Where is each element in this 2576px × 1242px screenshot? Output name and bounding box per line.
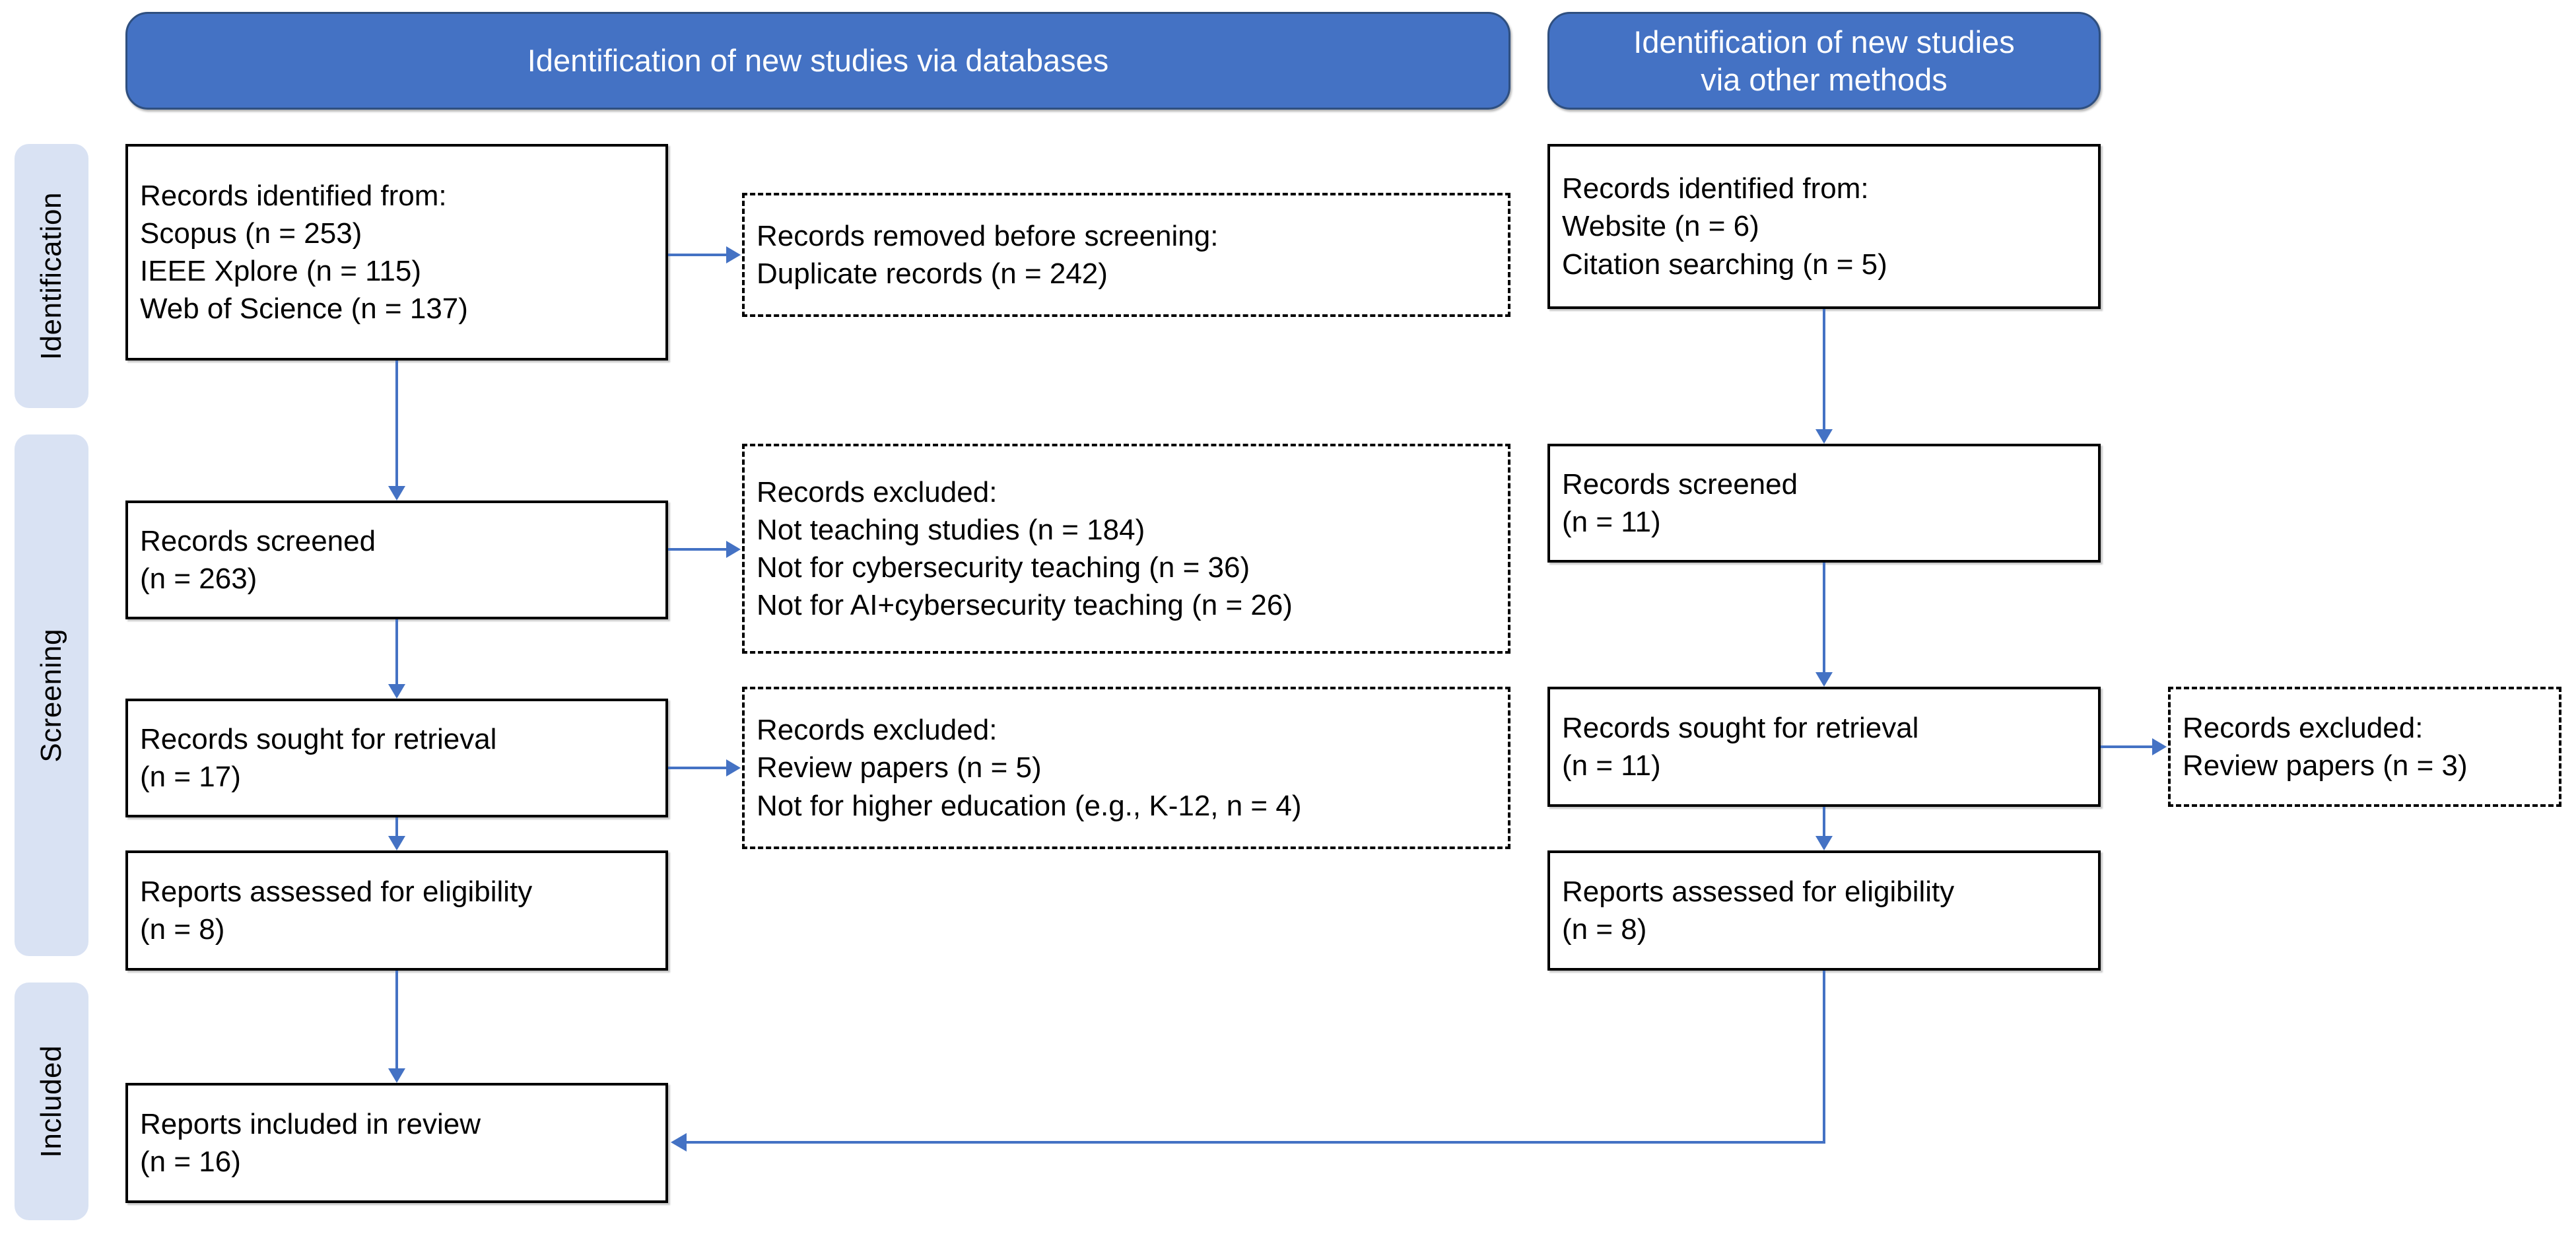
right-screened-line1: Records screened <box>1562 467 1798 500</box>
box-records-excluded-screening: Records excluded: Not teaching studies (… <box>742 444 1510 654</box>
arrow-right-identified-to-screened <box>1815 429 1833 444</box>
header-other-methods: Identification of new studies via other … <box>1547 12 2101 110</box>
removed-before-screening-line2: Duplicate records (n = 242) <box>757 258 1108 290</box>
stage-band-included: Included <box>15 983 88 1220</box>
box-records-identified-databases: Records identified from: Scopus (n = 253… <box>125 144 668 361</box>
excluded-screening-line3: Not for cybersecurity teaching (n = 36) <box>757 551 1250 584</box>
excluded-screening-line4: Not for AI+cybersecurity teaching (n = 2… <box>757 589 1293 622</box>
records-identified-line3: IEEE Xplore (n = 115) <box>140 255 421 287</box>
header-databases-label: Identification of new studies via databa… <box>527 43 1109 79</box>
connector-identified-to-screened <box>395 361 398 486</box>
reports-included-line1: Reports included in review <box>140 1107 481 1140</box>
connector-right-assessed-elbow-horizontal <box>687 1141 1825 1144</box>
excluded-retrieval-line2: Review papers (n = 5) <box>757 751 1042 784</box>
connector-screened-to-excluded <box>668 548 726 551</box>
box-reports-assessed-other: Reports assessed for eligibility (n = 8) <box>1547 850 2101 971</box>
right-assessed-line1: Reports assessed for eligibility <box>1562 875 1955 908</box>
box-records-removed-before-screening: Records removed before screening: Duplic… <box>742 193 1510 317</box>
header-databases: Identification of new studies via databa… <box>125 12 1510 110</box>
header-other-methods-line1: Identification of new studies <box>1633 24 2015 59</box>
box-records-identified-other: Records identified from: Website (n = 6)… <box>1547 144 2101 309</box>
records-identified-line2: Scopus (n = 253) <box>140 217 362 250</box>
stage-label-screening: Screening <box>35 628 67 763</box>
excluded-screening-line1: Records excluded: <box>757 475 998 508</box>
arrow-identified-to-screened <box>388 486 405 500</box>
connector-right-assessed-elbow-vertical <box>1823 971 1825 1144</box>
stage-band-identification: Identification <box>15 144 88 408</box>
excluded-retrieval-line1: Records excluded: <box>757 714 998 747</box>
reports-assessed-line1: Reports assessed for eligibility <box>140 875 533 908</box>
right-identified-line1: Records identified from: <box>1562 172 1869 205</box>
arrow-screened-to-excluded <box>726 541 741 558</box>
connector-right-sought-to-assessed <box>1823 807 1825 836</box>
right-screened-line2: (n = 11) <box>1562 506 1661 538</box>
reports-assessed-line2: (n = 8) <box>140 913 225 946</box>
connector-identified-to-removed <box>668 254 726 256</box>
box-records-excluded-retrieval: Records excluded: Review papers (n = 5) … <box>742 687 1510 849</box>
right-identified-line3: Citation searching (n = 5) <box>1562 248 1887 281</box>
connector-sought-to-assessed <box>395 817 398 836</box>
arrow-right-assessed-to-included <box>671 1133 687 1152</box>
arrow-sought-to-excluded-retrieval <box>726 759 741 776</box>
box-reports-assessed-databases: Reports assessed for eligibility (n = 8) <box>125 850 668 971</box>
box-records-screened-other: Records screened (n = 11) <box>1547 444 2101 563</box>
connector-sought-to-excluded-retrieval <box>668 767 726 769</box>
header-other-methods-line2: via other methods <box>1701 62 1948 97</box>
connector-assessed-to-included <box>395 971 398 1068</box>
arrow-identified-to-removed <box>726 246 741 263</box>
records-sought-line1: Records sought for retrieval <box>140 722 497 755</box>
connector-screened-to-sought <box>395 619 398 684</box>
arrow-right-sought-to-assessed <box>1815 836 1833 850</box>
stage-label-identification: Identification <box>35 191 67 361</box>
excluded-screening-line2: Not teaching studies (n = 184) <box>757 513 1145 546</box>
connector-right-identified-to-screened <box>1823 309 1825 429</box>
right-identified-line2: Website (n = 6) <box>1562 210 1759 243</box>
records-identified-line4: Web of Science (n = 137) <box>140 293 468 326</box>
connector-right-screened-to-sought <box>1823 563 1825 672</box>
right-sought-line2: (n = 11) <box>1562 749 1661 782</box>
records-sought-line2: (n = 17) <box>140 761 241 793</box>
records-screened-line2: (n = 263) <box>140 563 257 595</box>
arrow-right-sought-to-excluded <box>2152 738 2167 755</box>
right-excluded-line2: Review papers (n = 3) <box>2183 749 2468 782</box>
right-assessed-line2: (n = 8) <box>1562 913 1647 946</box>
connector-right-sought-to-excluded <box>2101 745 2152 748</box>
excluded-retrieval-line3: Not for higher education (e.g., K-12, n … <box>757 789 1302 822</box>
arrow-assessed-to-included <box>388 1068 405 1083</box>
right-excluded-line1: Records excluded: <box>2183 711 2423 744</box>
stage-label-included: Included <box>35 1045 67 1158</box>
box-records-screened-databases: Records screened (n = 263) <box>125 500 668 619</box>
box-records-sought-other: Records sought for retrieval (n = 11) <box>1547 687 2101 807</box>
box-reports-included-review: Reports included in review (n = 16) <box>125 1083 668 1203</box>
arrow-right-screened-to-sought <box>1815 672 1833 687</box>
arrow-sought-to-assessed <box>388 836 405 850</box>
removed-before-screening-line1: Records removed before screening: <box>757 219 1219 252</box>
box-records-excluded-other: Records excluded: Review papers (n = 3) <box>2168 687 2561 807</box>
records-screened-line1: Records screened <box>140 524 376 557</box>
reports-included-line2: (n = 16) <box>140 1146 241 1178</box>
stage-band-screening: Screening <box>15 434 88 956</box>
records-identified-line1: Records identified from: <box>140 179 447 212</box>
right-sought-line1: Records sought for retrieval <box>1562 711 1919 744</box>
arrow-screened-to-sought <box>388 684 405 699</box>
box-records-sought-databases: Records sought for retrieval (n = 17) <box>125 699 668 817</box>
